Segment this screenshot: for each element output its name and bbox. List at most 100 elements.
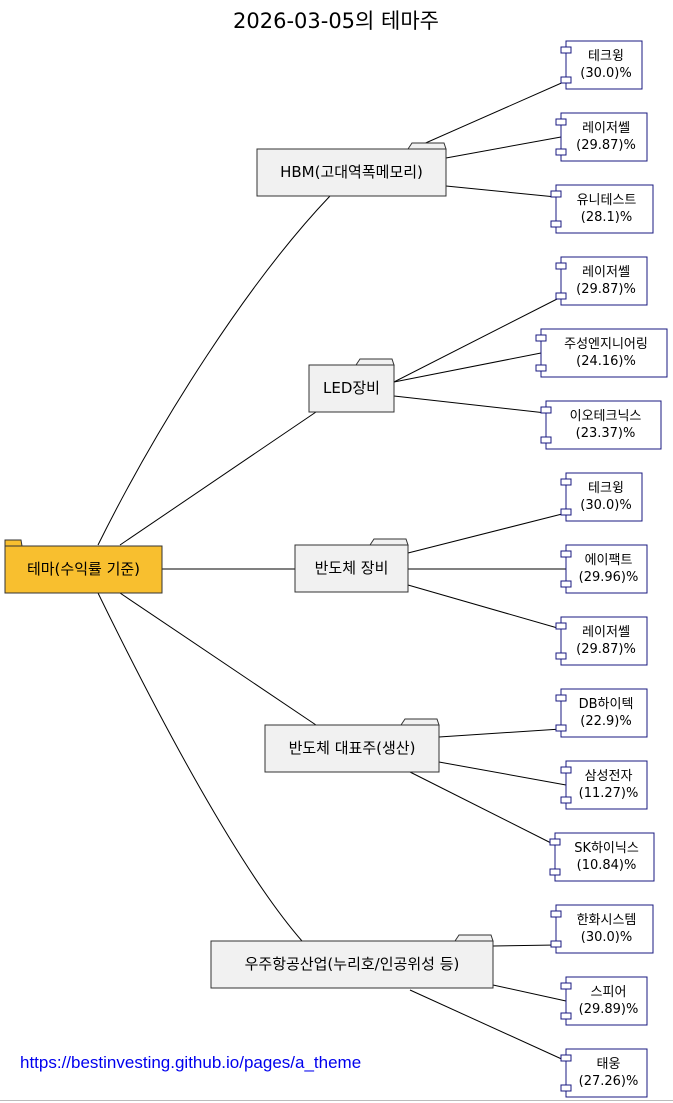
- theme-to-stock-line: [407, 584, 562, 630]
- component-port-top: [555, 694, 567, 702]
- theme-to-stock-line: [409, 989, 567, 1062]
- stock-return: (24.16)%: [576, 354, 636, 369]
- stock-node: 테크윙(30.0)%: [560, 472, 643, 522]
- component-port-top: [560, 982, 572, 990]
- diagram-nodes: 테마(수익률 기준)HBM(고대역폭메모리)테크윙(30.0)%레이저쎌(29.…: [4, 40, 668, 1098]
- theme-node: LED장비: [308, 358, 395, 413]
- theme-node: 반도체 장비: [294, 538, 409, 593]
- stock-name: 스피어: [591, 985, 627, 1000]
- stock-node: 이오테크닉스(23.37)%: [540, 400, 662, 450]
- component-port-bottom: [549, 868, 561, 876]
- component-port-bottom: [560, 76, 572, 84]
- folder-tab: [400, 718, 440, 726]
- stock-return: (29.96)%: [579, 570, 639, 585]
- folder-box: [294, 544, 409, 593]
- component-port-top: [535, 334, 547, 342]
- component-port-bottom: [560, 796, 572, 804]
- stock-box: [565, 40, 643, 90]
- root-node: 테마(수익률 기준): [4, 539, 163, 594]
- stock-node: DB하이텍 (22.9)%: [555, 688, 648, 738]
- stock-name: 유니테스트: [577, 193, 637, 208]
- component-port-bottom: [540, 436, 552, 444]
- theme-to-stock-line: [438, 728, 562, 738]
- stock-node: 삼성전자 (11.27)%: [560, 760, 648, 810]
- theme-to-stock-line: [407, 512, 567, 554]
- stock-return: (29.89)%: [579, 1002, 639, 1017]
- stock-node: 스피어 (29.89)%: [560, 976, 648, 1026]
- folder-box: [210, 940, 494, 989]
- folder-box: [256, 148, 447, 197]
- stock-return: (29.87)%: [576, 642, 636, 657]
- component-port-bottom: [550, 220, 562, 228]
- theme-to-stock-line: [411, 80, 567, 150]
- stock-box: [565, 760, 648, 810]
- stock-name: 삼성전자: [585, 769, 633, 784]
- stock-return: (28.1)%: [581, 210, 632, 225]
- stock-return: (30.0)%: [580, 498, 631, 513]
- folder-tab: [454, 934, 494, 942]
- component-port-bottom: [560, 1084, 572, 1092]
- folder-tab: [407, 142, 447, 150]
- stock-node: 레이저쎌(29.87)%: [555, 256, 648, 306]
- stock-node: 레이저쎌 (29.87)%: [555, 616, 648, 666]
- component-port-bottom: [550, 940, 562, 948]
- stock-box: [565, 976, 648, 1026]
- root-folder-tab: [4, 539, 23, 547]
- component-port-bottom: [555, 652, 567, 660]
- theme-label: 반도체 장비: [315, 559, 389, 577]
- root-folder-box: [4, 545, 163, 594]
- theme-node: 반도체 대표주(생산): [264, 718, 440, 773]
- theme-label: HBM(고대역폭메모리): [280, 163, 423, 181]
- root-to-theme-line: [97, 195, 331, 546]
- component-port-top: [560, 550, 572, 558]
- stock-box: [560, 688, 648, 738]
- stock-name: 이오테크닉스: [570, 409, 642, 424]
- folder-tab: [355, 358, 395, 366]
- theme-to-stock-line: [492, 944, 557, 947]
- stock-box: [545, 400, 662, 450]
- stock-name: 레이저쎌: [582, 625, 630, 640]
- stock-name: 태웅: [597, 1057, 621, 1072]
- root-to-theme-line: [119, 592, 317, 726]
- theme-to-stock-line: [438, 761, 567, 786]
- theme-to-stock-line: [445, 185, 557, 198]
- component-port-top: [549, 838, 561, 846]
- component-port-top: [550, 910, 562, 918]
- stock-box: [540, 328, 668, 378]
- stock-box: [560, 112, 648, 162]
- component-port-top: [555, 622, 567, 630]
- footer-link[interactable]: https://bestinvesting.github.io/pages/a_…: [20, 1053, 362, 1072]
- stock-box: [554, 832, 655, 882]
- stock-box: [560, 616, 648, 666]
- component-port-top: [555, 262, 567, 270]
- theme-to-stock-line: [445, 136, 562, 159]
- folder-box: [308, 364, 395, 413]
- component-port-top: [560, 1054, 572, 1062]
- stock-return: (30.0)%: [581, 930, 632, 945]
- stock-return: (22.9)%: [580, 714, 631, 729]
- component-port-bottom: [555, 292, 567, 300]
- theme-to-stock-line: [409, 771, 556, 846]
- theme-label: 우주항공산업(누리호/인공위성 등): [245, 955, 460, 973]
- stock-box: [565, 544, 648, 594]
- stock-return: (11.27)%: [579, 786, 639, 801]
- stock-node: 태웅(27.26)%: [560, 1048, 648, 1098]
- component-port-top: [560, 478, 572, 486]
- theme-to-stock-line: [492, 984, 567, 1002]
- stock-node: SK하이닉스(10.84)%: [549, 832, 655, 882]
- stock-node: 한화시스템 (30.0)%: [550, 904, 654, 954]
- stock-name: SK하이닉스: [574, 841, 639, 856]
- stock-name: 테크윙: [588, 48, 624, 64]
- component-port-top: [540, 406, 552, 414]
- theme-to-stock-line: [393, 395, 547, 414]
- theme-node: HBM(고대역폭메모리): [256, 142, 447, 197]
- stock-node: 에이팩트(29.96)%: [560, 544, 648, 594]
- root-to-theme-line: [119, 411, 317, 546]
- stock-name: DB하이텍: [579, 697, 634, 712]
- stock-box: [565, 1048, 648, 1098]
- component-port-bottom: [555, 148, 567, 156]
- stock-name: 한화시스템: [577, 913, 637, 928]
- stock-box: [555, 904, 654, 954]
- connector-lines: [97, 80, 567, 1062]
- theme-to-stock-line: [393, 352, 542, 383]
